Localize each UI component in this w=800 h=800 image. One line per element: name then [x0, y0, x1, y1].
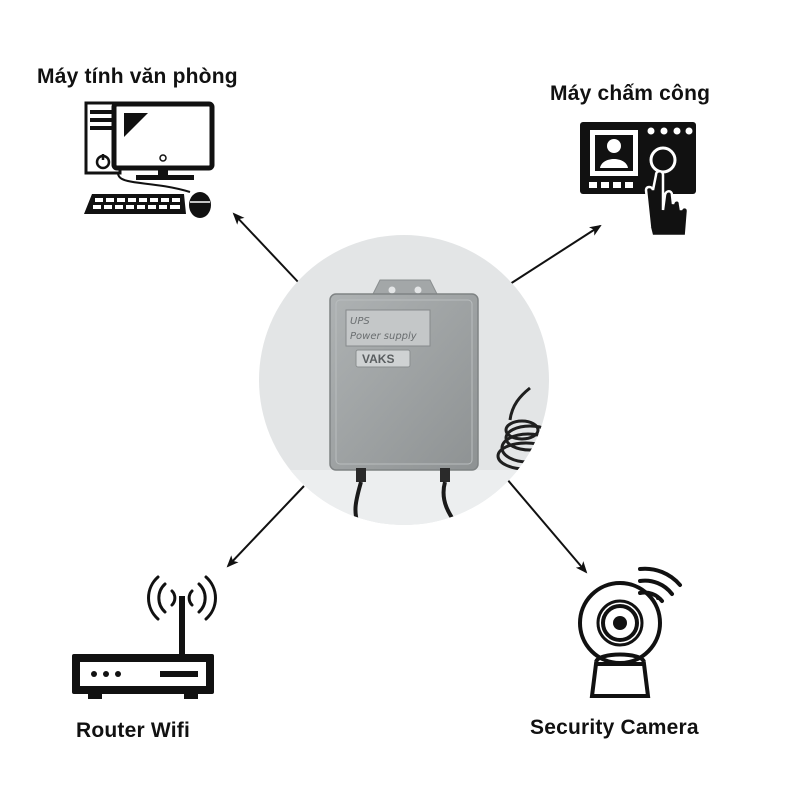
ups-text-line1: UPS: [350, 316, 370, 327]
arrow-to-time-attendance: [509, 224, 602, 285]
desktop-computer-icon: [84, 101, 215, 218]
wifi-security-camera-icon: [578, 566, 682, 698]
arrow-to-office-computer: [232, 212, 301, 285]
label-time-attendance: Máy chấm công: [550, 82, 711, 105]
ups-brand: VAKS: [362, 352, 394, 366]
label-office-computer: Máy tính văn phòng: [37, 65, 238, 88]
label-security-camera: Security Camera: [530, 716, 699, 739]
label-router: Router Wifi: [76, 719, 190, 742]
ups-text-line2: Power supply: [350, 331, 418, 342]
ups-device-photo: UPS Power supply VAKS: [259, 235, 549, 525]
wifi-router-icon: [72, 575, 217, 699]
arrow-to-router: [226, 485, 305, 568]
arrow-to-camera: [505, 477, 588, 574]
fingerprint-attendance-icon: [580, 122, 696, 238]
